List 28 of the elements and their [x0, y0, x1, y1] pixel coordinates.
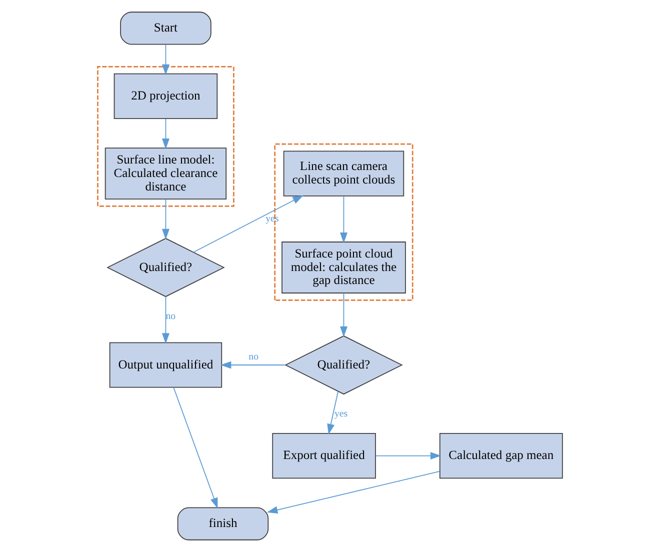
node-diamond: Qualified?: [284, 335, 403, 395]
arrow: [266, 470, 440, 514]
arrow: [340, 196, 348, 244]
arrow: [173, 386, 218, 509]
arrow: [327, 390, 339, 435]
node-box: Line scan camera collects point clouds: [283, 150, 404, 196]
edge-label: yes: [266, 213, 279, 224]
node-box: Output unqualified: [109, 342, 222, 388]
arrow: [162, 44, 170, 76]
arrow: [340, 292, 348, 338]
node-box: Calculated gap mean: [439, 432, 563, 479]
arrow: [162, 198, 170, 240]
arrow: [220, 361, 286, 369]
cluster: [97, 66, 234, 207]
node-diamond: Qualified?: [106, 238, 225, 298]
edge-label: yes: [334, 408, 348, 420]
arrow: [192, 195, 304, 253]
edge-label: no: [248, 351, 259, 362]
node-box: Surface point cloud model: calculates the gap distance: [282, 242, 406, 294]
arrow: [162, 118, 170, 150]
node-box: 2D projection: [114, 73, 218, 120]
node-box: Export qualified: [272, 432, 376, 479]
node-box: finish: [177, 507, 269, 540]
node-box: Start: [120, 12, 212, 45]
arrow: [375, 452, 442, 460]
edge-label: no: [166, 310, 176, 322]
node-box: Surface line model: Calculated clearance distance: [104, 148, 227, 200]
arrow: [162, 296, 170, 344]
